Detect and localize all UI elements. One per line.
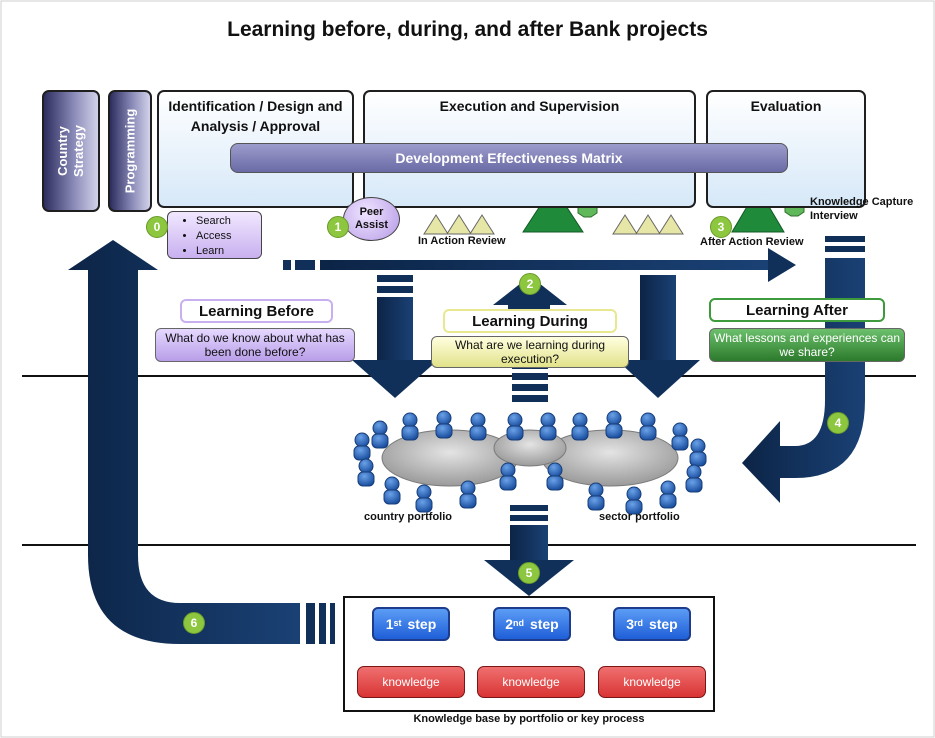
evaluation-phase-label: Evaluation — [750, 98, 822, 114]
learn-item: Learn — [196, 244, 261, 259]
step-3-suffix: rd — [634, 618, 644, 628]
programming-box: Programming — [108, 90, 152, 212]
learning-before-title: Learning Before — [180, 299, 333, 323]
knowledge-capture-interview-label: Knowledge Capture Interview — [810, 196, 914, 222]
knowledge-box-3: knowledge — [598, 666, 706, 698]
country-strategy-box: Country Strategy — [42, 90, 100, 212]
knowledge-box-2: knowledge — [477, 666, 585, 698]
puzzle-people-graphic — [353, 410, 707, 515]
down-arrow-during — [617, 275, 700, 398]
knowledge-box-1: knowledge — [357, 666, 465, 698]
learning-during-question: What are we learning during execution? — [431, 336, 629, 368]
badge-3: 3 — [710, 216, 732, 238]
badge-0: 0 — [146, 216, 168, 238]
page-title: Learning before, during, and after Bank … — [227, 18, 708, 41]
in-action-triangles-left — [423, 214, 495, 235]
development-effectiveness-matrix-bar: Development Effectiveness Matrix — [230, 143, 788, 173]
step-3-word: step — [648, 616, 678, 632]
learning-during-title: Learning During — [443, 309, 617, 333]
identification-phase-label: Identification / Design and Analysis / A… — [168, 98, 343, 134]
badge-4: 4 — [827, 412, 849, 434]
step-2-suffix: nd — [513, 618, 525, 628]
learning-before-question: What do we know about what has been done… — [155, 328, 355, 362]
learning-after-question: What lessons and experiences can we shar… — [709, 328, 905, 362]
search-access-learn-box: Search Access Learn — [167, 211, 262, 259]
learning-after-title: Learning After — [709, 298, 885, 322]
badge-5: 5 — [518, 562, 540, 584]
step-1-word: step — [407, 616, 437, 632]
knowledge-base-caption: Knowledge base by portfolio or key proce… — [413, 713, 645, 725]
country-portfolio-label: country portfolio — [364, 511, 452, 523]
search-item: Search — [196, 214, 261, 229]
in-action-triangles-right — [612, 214, 684, 235]
step-2-number: 2 — [505, 616, 514, 632]
access-item: Access — [196, 229, 261, 244]
badge-2: 2 — [519, 273, 541, 295]
after-action-review-label: After Action Review — [700, 236, 804, 248]
curved-arrow-4 — [742, 236, 865, 503]
in-action-review-label: In Action Review — [418, 235, 506, 247]
programming-label: Programming — [122, 108, 138, 194]
peer-assist-circle: Peer Assist — [343, 197, 400, 241]
execution-phase-label: Execution and Supervision — [439, 98, 620, 114]
return-arrow-6 — [68, 240, 335, 644]
timeline-arrow — [283, 248, 796, 282]
step-1-number: 1 — [385, 616, 394, 632]
sector-portfolio-label: sector portfolio — [599, 511, 680, 523]
step-2-word: step — [529, 616, 559, 632]
badge-6: 6 — [183, 612, 205, 634]
badge-1: 1 — [327, 216, 349, 238]
step-1-suffix: st — [393, 618, 402, 628]
down-arrow-before — [352, 275, 438, 398]
country-strategy-label: Country Strategy — [55, 124, 86, 178]
step-3-number: 3 — [626, 616, 635, 632]
